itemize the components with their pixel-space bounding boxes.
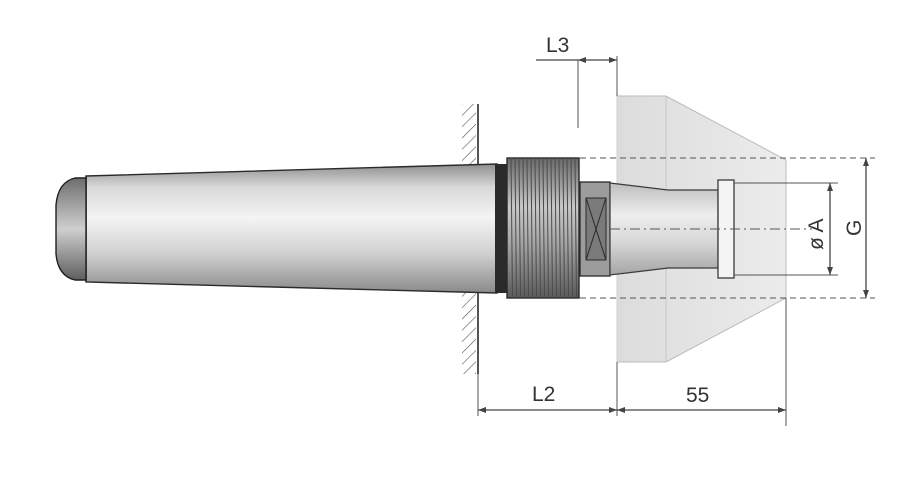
thread-groove	[526, 157, 529, 299]
shank-end-tip	[55, 177, 87, 281]
thread-groove	[566, 157, 569, 299]
thread-groove	[542, 157, 545, 299]
dimension-diameter-a: ø A	[734, 182, 838, 276]
thread-groove	[562, 157, 565, 299]
label-55: 55	[686, 384, 709, 407]
threaded-nut	[506, 157, 580, 299]
dimension-l3: L3	[536, 34, 618, 128]
thread-groove	[554, 157, 557, 299]
thread-groove	[574, 157, 577, 299]
dimension-l2: L2	[477, 362, 618, 416]
thread-groove	[570, 157, 573, 299]
thread-groove	[510, 157, 513, 299]
collar-ring	[495, 164, 507, 293]
bearing-housing	[579, 181, 611, 277]
thread-groove	[546, 157, 549, 299]
thread-groove	[514, 157, 517, 299]
dimension-55: 55	[617, 298, 787, 426]
thread-groove	[558, 157, 561, 299]
label-diameter-a: ø A	[805, 218, 828, 250]
label-l2: L2	[532, 383, 555, 406]
dimension-g: G	[580, 157, 875, 299]
thread-groove	[518, 157, 521, 299]
thread-groove	[530, 157, 533, 299]
label-g: G	[843, 220, 866, 236]
taper-shank	[85, 163, 498, 294]
thread-groove	[538, 157, 541, 299]
label-l3: L3	[546, 34, 569, 57]
thread-groove	[522, 157, 525, 299]
thread-groove	[550, 157, 553, 299]
thread-groove	[534, 157, 537, 299]
